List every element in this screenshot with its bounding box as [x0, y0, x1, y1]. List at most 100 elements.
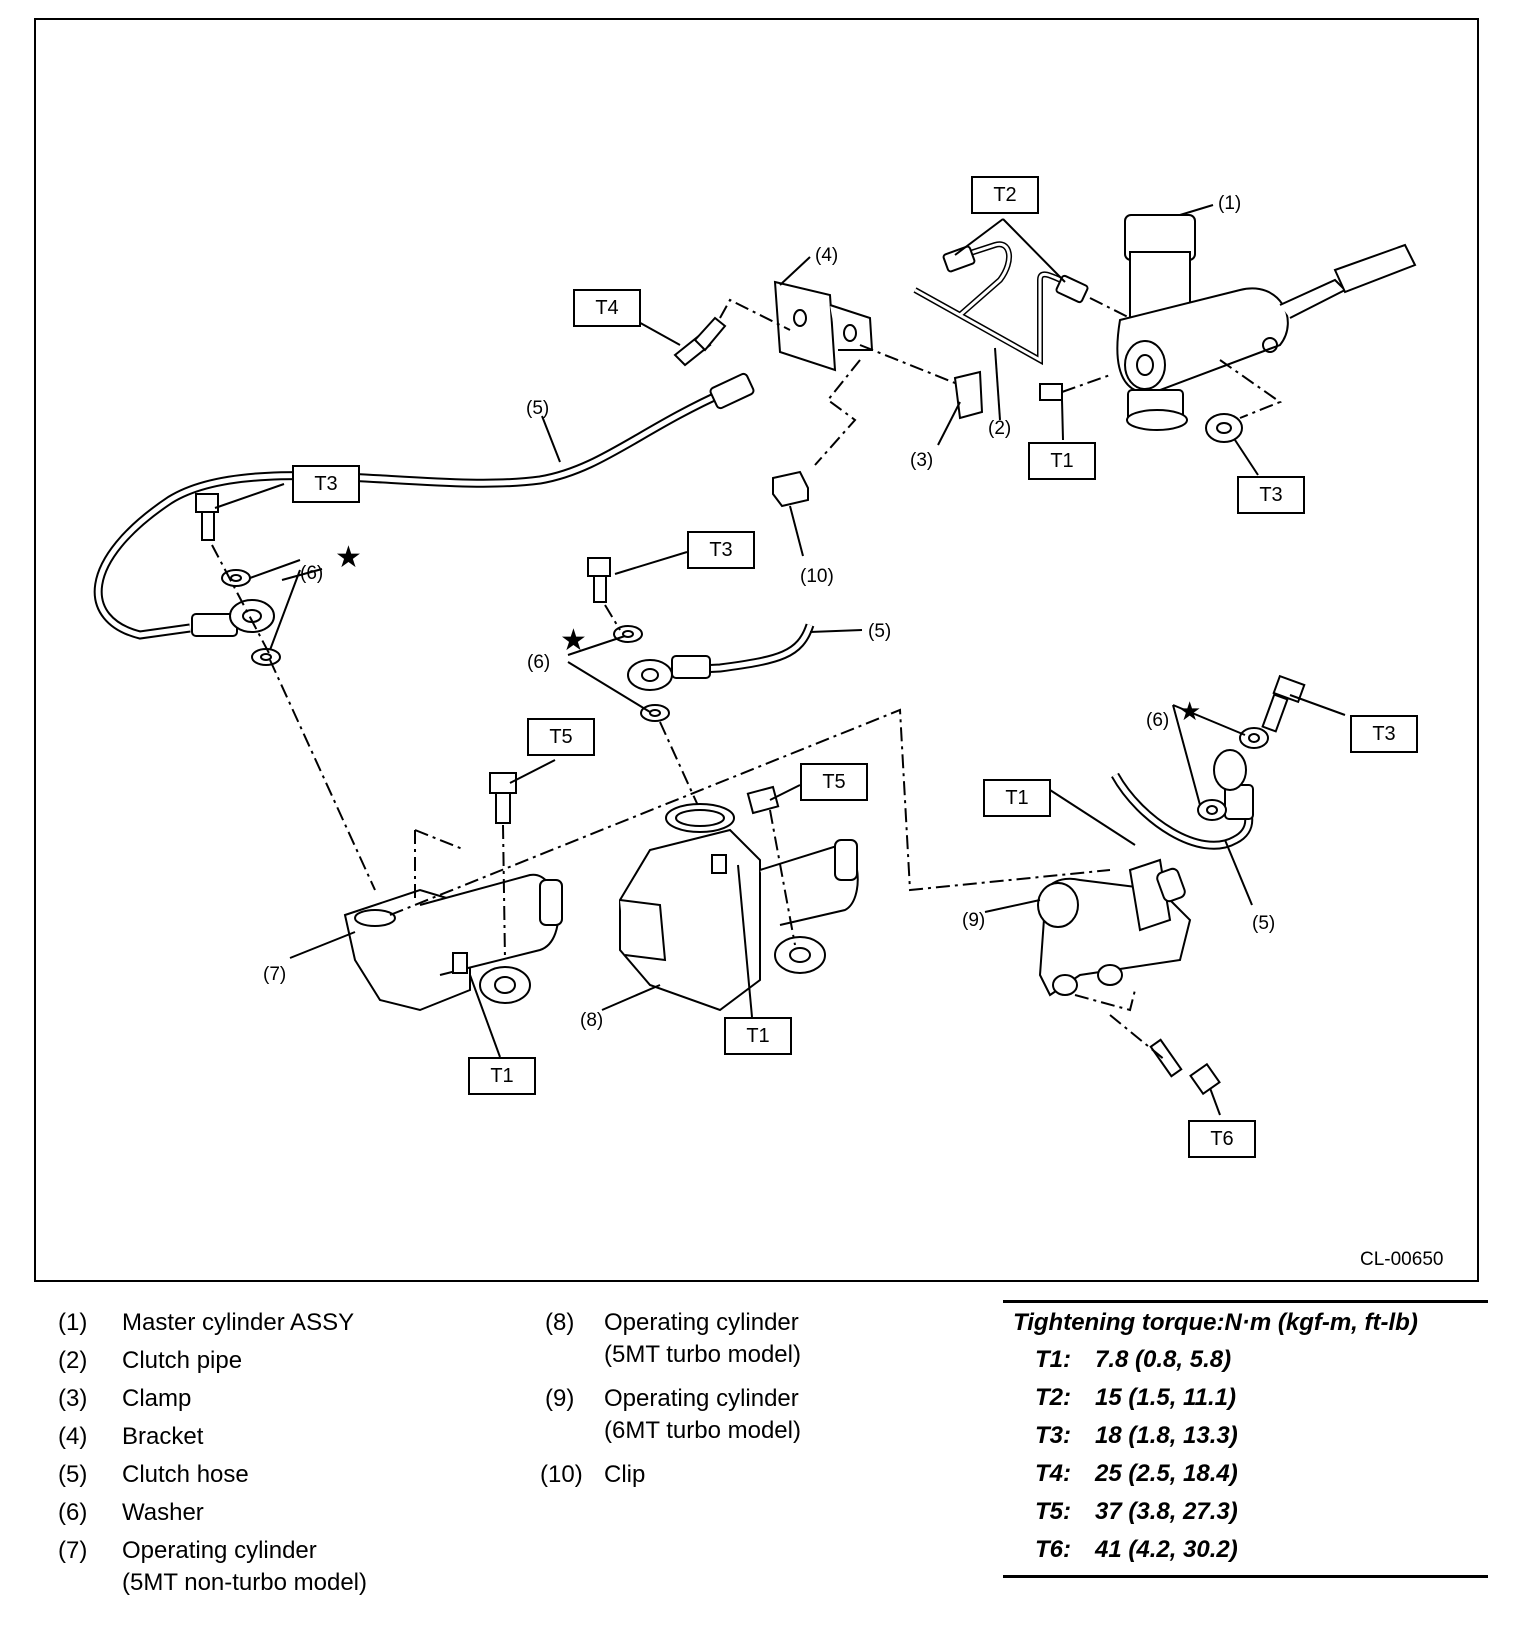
part-label-3: (3) — [910, 450, 934, 471]
legend-column-middle: (8) Operating cylinder (5MT turbo model)… — [540, 1305, 960, 1525]
figure-code: CL-00650 — [1360, 1249, 1444, 1270]
pipe-flare-nut-right — [1055, 274, 1089, 304]
washer-middle-top — [613, 625, 643, 643]
legend-text: Operating cylinder — [604, 1309, 799, 1336]
part-label-5-upper: (5) — [526, 398, 550, 419]
legend-num: (9) — [545, 1385, 575, 1412]
part-label-2: (2) — [988, 418, 1012, 439]
legend-item: (1) Master cylinder ASSY — [58, 1305, 528, 1341]
legend-item: (4) Bracket — [58, 1419, 528, 1455]
star-icon-left: ★ — [335, 540, 362, 575]
legend-num: (10) — [540, 1461, 583, 1488]
legend-text: Bracket — [122, 1423, 204, 1450]
torque-key: T1: — [1035, 1346, 1071, 1373]
torque-callout-t1-cyl7: T1 — [468, 1057, 536, 1095]
torque-row: T4:25 (2.5, 18.4) — [1003, 1455, 1488, 1493]
torque-callout-t2: T2 — [971, 176, 1039, 214]
torque-table-title: Tightening torque:N·m (kgf-m, ft-lb) — [1013, 1309, 1418, 1336]
legend-num: (7) — [58, 1537, 88, 1564]
clamp — [953, 370, 984, 420]
torque-callout-t1-master: T1 — [1028, 442, 1096, 480]
bolt-master-t1 — [1039, 383, 1063, 401]
legend-num: (6) — [58, 1499, 88, 1526]
operating-cylinder-7 — [343, 873, 563, 1012]
torque-key: T2: — [1035, 1384, 1071, 1411]
torque-row: T5:37 (3.8, 27.3) — [1003, 1493, 1488, 1531]
banjo-eye-left — [229, 599, 275, 633]
exploded-diagram: ★ ★ ★ — [34, 18, 1479, 1282]
legend-text-line2: (5MT non-turbo model) — [122, 1569, 367, 1596]
torque-key: T3: — [1035, 1422, 1071, 1449]
torque-value: 41 (4.2, 30.2) — [1095, 1536, 1238, 1563]
torque-callout-t5-left: T5 — [527, 718, 595, 756]
bolt-t5-right — [746, 785, 780, 815]
torque-value: 18 (1.8, 13.3) — [1095, 1422, 1238, 1449]
clutch-hose-long — [93, 387, 727, 640]
part-label-5-right: (5) — [1252, 913, 1276, 934]
part-label-9: (9) — [962, 910, 986, 931]
part-label-10: (10) — [800, 566, 834, 587]
clip — [772, 470, 809, 508]
torque-value: 15 (1.5, 11.1) — [1095, 1384, 1236, 1411]
operating-cylinder-8 — [619, 803, 859, 1012]
washer-right-bottom — [1197, 799, 1227, 821]
torque-key: T6: — [1035, 1536, 1071, 1563]
legend-text-line2: (5MT turbo model) — [604, 1341, 801, 1368]
legend-text: Master cylinder ASSY — [122, 1309, 355, 1336]
legend-item: (6) Washer — [58, 1495, 528, 1531]
part-label-6-right: (6) — [1146, 710, 1170, 731]
part-label-7: (7) — [263, 964, 287, 985]
legend-text: Clamp — [122, 1385, 192, 1412]
part-label-1: (1) — [1218, 193, 1242, 214]
legend-item: (10) Clip — [540, 1457, 960, 1493]
banjo-eye-middle — [627, 659, 673, 691]
torque-callout-t3-middle: T3 — [687, 531, 755, 569]
torque-row: T1: 7.8 (0.8, 5.8) — [1003, 1341, 1488, 1379]
torque-row: T3: 18 (1.8, 13.3) — [1003, 1417, 1488, 1455]
torque-callout-t1-cyl9: T1 — [983, 779, 1051, 817]
bolt-right-t3 — [1272, 674, 1306, 704]
legend-num: (4) — [58, 1423, 88, 1450]
washer-left-bottom — [251, 648, 281, 666]
legend-num: (5) — [58, 1461, 88, 1488]
torque-table: Tightening torque:N·m (kgf-m, ft-lb) T1:… — [1003, 1300, 1488, 1578]
legend-item: (7) Operating cylinder (5MT non-turbo mo… — [58, 1533, 528, 1605]
legend-text: Clutch pipe — [122, 1347, 243, 1374]
torque-key: T5: — [1035, 1498, 1071, 1525]
torque-table-top-rule — [1003, 1300, 1488, 1303]
legend-item: (8) Operating cylinder (5MT turbo model) — [540, 1305, 960, 1377]
legend-column-left: (1) Master cylinder ASSY (2) Clutch pipe… — [58, 1305, 528, 1605]
bolt-middle — [587, 557, 611, 577]
legend-item: (2) Clutch pipe — [58, 1343, 528, 1379]
torque-row: T2: 15 (1.5, 11.1) — [1003, 1379, 1488, 1417]
part-label-5-middle: (5) — [868, 621, 892, 642]
hose-fitting-middle — [671, 655, 711, 679]
legend-text-line2: (6MT turbo model) — [604, 1417, 801, 1444]
bolt-t6 — [1189, 1062, 1221, 1096]
torque-value: 25 (2.5, 18.4) — [1095, 1460, 1238, 1487]
part-label-4: (4) — [815, 245, 839, 266]
washer-right-top — [1239, 727, 1269, 749]
pipe-flare-nut-left — [942, 245, 976, 273]
torque-callout-t5-right: T5 — [800, 763, 868, 801]
legend-num: (3) — [58, 1385, 88, 1412]
legend-item: (9) Operating cylinder (6MT turbo model) — [540, 1381, 960, 1453]
torque-callout-t3-master: T3 — [1237, 476, 1305, 514]
legend-item: (3) Clamp — [58, 1381, 528, 1417]
master-cylinder — [1116, 214, 1417, 431]
torque-callout-t3-right: T3 — [1350, 715, 1418, 753]
part-label-6-middle: (6) — [527, 652, 551, 673]
part-label-6-left: (6) — [300, 563, 324, 584]
legend-item: (5) Clutch hose — [58, 1457, 528, 1493]
torque-table-bottom-rule — [1003, 1575, 1488, 1578]
legend-num: (1) — [58, 1309, 88, 1336]
torque-value: 7.8 (0.8, 5.8) — [1095, 1346, 1232, 1373]
legend-text: Clip — [604, 1461, 646, 1488]
hose-fitting-upper — [709, 372, 755, 410]
legend-text: Operating cylinder — [604, 1385, 799, 1412]
legend-num: (2) — [58, 1347, 88, 1374]
legend-num: (8) — [545, 1309, 575, 1336]
torque-callout-t4: T4 — [573, 289, 641, 327]
washer-middle-bottom — [640, 704, 670, 722]
legend-text: Clutch hose — [122, 1461, 249, 1488]
